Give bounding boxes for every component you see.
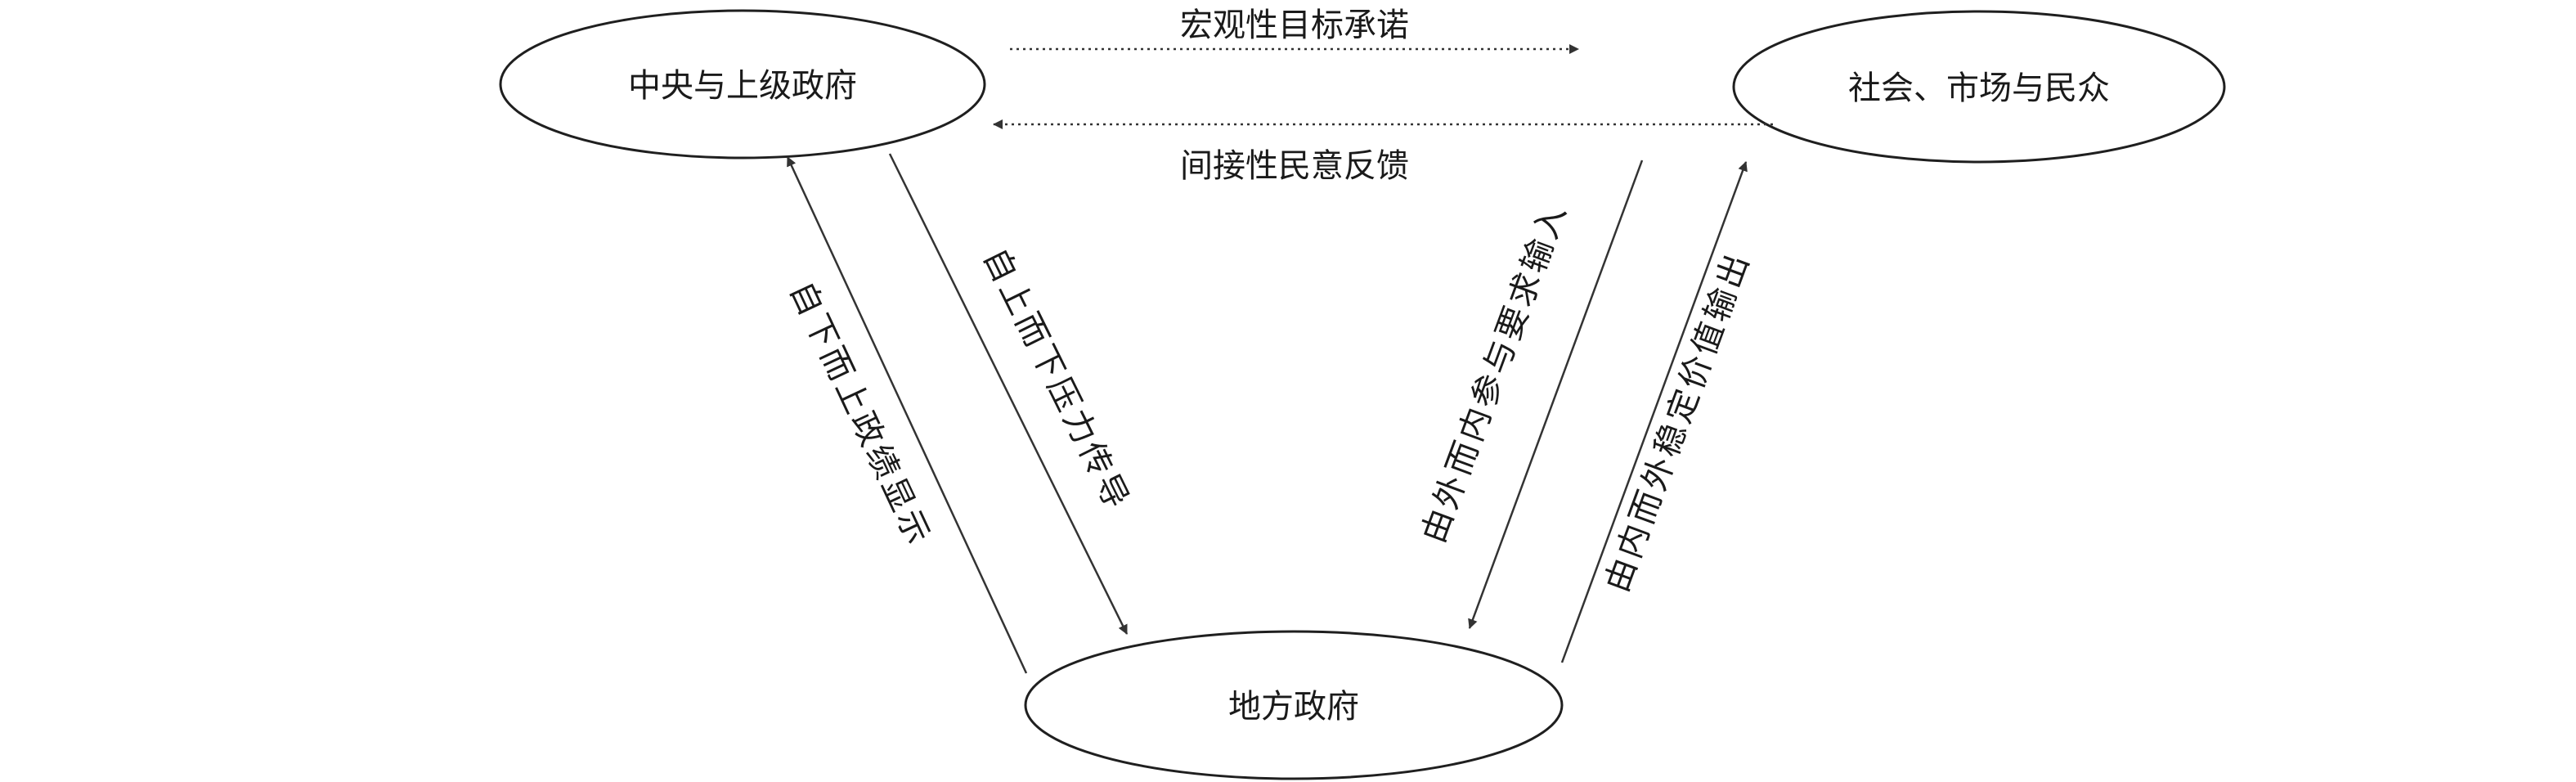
node-central-label: 中央与上级政府 bbox=[628, 67, 857, 105]
arrow-bottom-up-display bbox=[786, 156, 1028, 674]
label-top-down-pressure: 自上而下压力传导 bbox=[976, 242, 1137, 517]
node-society-label: 社会、市场与民众 bbox=[1848, 70, 2110, 107]
arrow-outside-in-input bbox=[1468, 160, 1644, 629]
arrow-top-down-pressure bbox=[888, 153, 1129, 635]
label-inside-out-output: 由内而外稳定价值输出 bbox=[1598, 246, 1757, 597]
label-outside-in-input: 由外而内参与要求输入 bbox=[1415, 197, 1575, 548]
node-society-market-public: 社会、市场与民众 bbox=[1732, 10, 2226, 164]
node-local-government: 地方政府 bbox=[1024, 630, 1564, 780]
arrow-inside-out-output bbox=[1560, 161, 1748, 663]
label-indirect-feedback: 间接性民意反馈 bbox=[1180, 147, 1409, 185]
label-bottom-up-display: 自下而上政绩显示 bbox=[782, 276, 938, 552]
node-local-label: 地方政府 bbox=[1228, 688, 1359, 726]
label-macro-commitment: 宏观性目标承诺 bbox=[1180, 7, 1409, 44]
node-central-government: 中央与上级政府 bbox=[499, 9, 986, 160]
